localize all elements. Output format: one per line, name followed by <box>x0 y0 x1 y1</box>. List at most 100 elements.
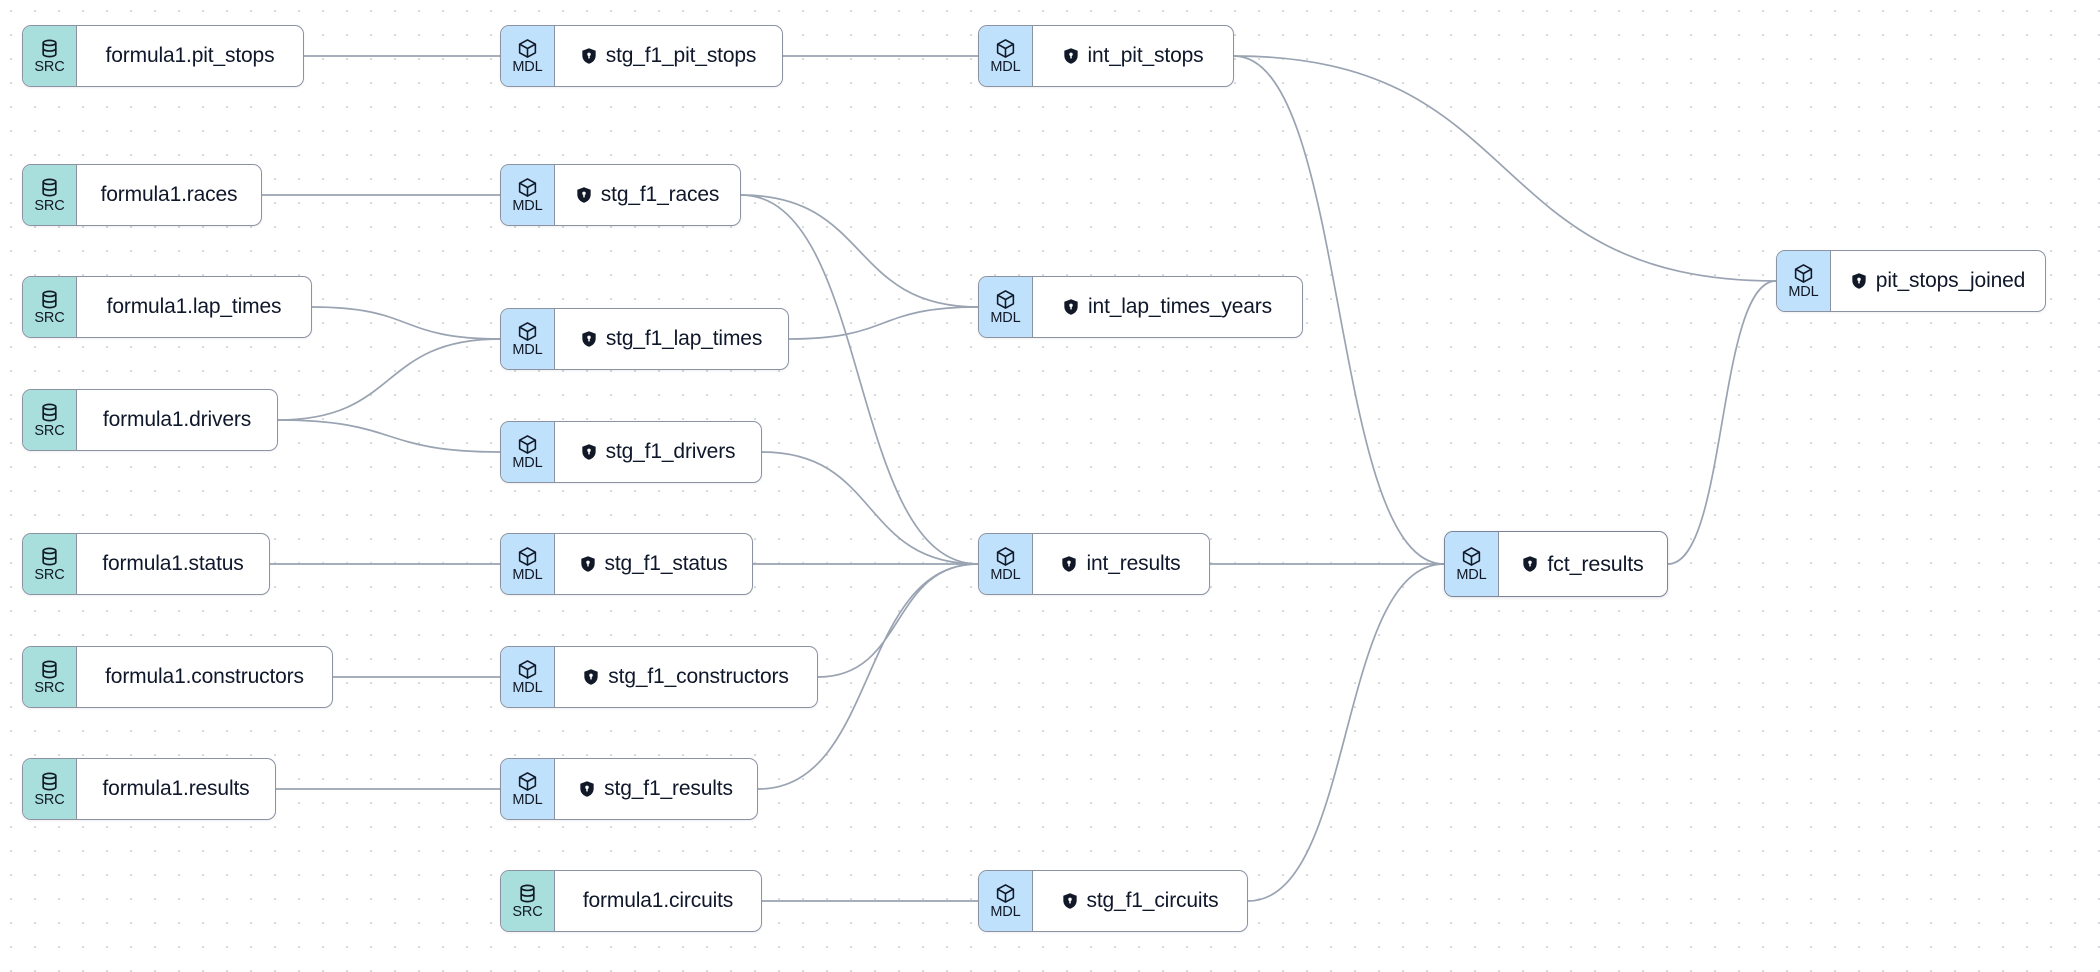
node-type-badge-mdl: MDL <box>501 647 555 707</box>
node-badge-label: SRC <box>34 197 65 214</box>
node-type-badge-mdl: MDL <box>501 759 555 819</box>
node-body: formula1.pit_stops <box>77 26 303 86</box>
cube-icon <box>1462 546 1481 566</box>
node-type-badge-src: SRC <box>23 390 77 450</box>
node-type-badge-src: SRC <box>501 871 555 931</box>
node-body: stg_f1_circuits <box>1033 871 1247 931</box>
graph-node-stg_circuits[interactable]: MDL stg_f1_circuits <box>978 870 1248 932</box>
node-badge-label: MDL <box>512 58 543 75</box>
graph-node-stg_constructors[interactable]: MDL stg_f1_constructors <box>500 646 818 708</box>
shield-lock-icon <box>584 669 598 685</box>
node-body: stg_f1_races <box>555 165 740 225</box>
shield-lock-icon <box>1062 893 1077 909</box>
node-label: formula1.status <box>102 552 244 575</box>
node-label: formula1.results <box>102 777 250 800</box>
node-type-badge-mdl: MDL <box>501 422 555 482</box>
graph-edge-stg_constructors-to-int_results <box>817 563 979 678</box>
node-type-badge-mdl: MDL <box>501 309 555 369</box>
cube-icon <box>996 38 1015 58</box>
node-type-badge-mdl: MDL <box>979 26 1033 86</box>
node-badge-label: SRC <box>34 679 65 696</box>
node-body: stg_f1_results <box>555 759 757 819</box>
node-badge-label: MDL <box>1456 566 1487 583</box>
node-body: pit_stops_joined <box>1831 251 2045 311</box>
node-body: formula1.constructors <box>77 647 332 707</box>
node-badge-label: MDL <box>1788 283 1819 300</box>
database-icon <box>42 290 57 308</box>
node-label: stg_f1_results <box>604 777 733 800</box>
graph-node-fct_results[interactable]: MDL fct_results <box>1444 531 1668 597</box>
node-body: stg_f1_constructors <box>555 647 817 707</box>
graph-edge-stg_races-to-int_lap_times_years <box>740 194 979 308</box>
database-icon <box>42 660 57 678</box>
node-type-badge-mdl: MDL <box>979 534 1033 594</box>
node-body: stg_f1_pit_stops <box>555 26 782 86</box>
node-badge-label: SRC <box>34 309 65 326</box>
node-badge-label: MDL <box>990 566 1021 583</box>
shield-lock-icon <box>1064 299 1078 315</box>
graph-node-pit_stops_joined[interactable]: MDL pit_stops_joined <box>1776 250 2046 312</box>
node-label: stg_f1_lap_times <box>605 327 763 350</box>
cube-icon <box>518 546 537 566</box>
node-badge-label: MDL <box>512 679 543 696</box>
node-type-badge-mdl: MDL <box>979 871 1033 931</box>
node-body: int_results <box>1033 534 1209 594</box>
node-badge-label: MDL <box>512 341 543 358</box>
shield-lock-icon <box>581 444 596 460</box>
node-body: fct_results <box>1499 532 1667 596</box>
node-badge-label: MDL <box>512 454 543 471</box>
graph-edge-src_lap_times-to-stg_lap_times <box>311 306 501 340</box>
node-label: int_results <box>1086 552 1181 575</box>
graph-node-src_circuits[interactable]: SRC formula1.circuits <box>500 870 762 932</box>
shield-lock-icon <box>1062 556 1077 572</box>
graph-node-stg_results[interactable]: MDL stg_f1_results <box>500 758 758 820</box>
node-type-badge-mdl: MDL <box>501 165 555 225</box>
node-label: formula1.constructors <box>105 665 304 688</box>
node-label: formula1.circuits <box>582 889 734 912</box>
node-label: fct_results <box>1547 551 1644 576</box>
node-type-badge-src: SRC <box>23 534 77 594</box>
node-body: stg_f1_drivers <box>555 422 761 482</box>
shield-lock-icon <box>580 556 595 572</box>
database-icon <box>42 39 57 57</box>
graph-edge-stg_circuits-to-fct_results <box>1247 563 1445 902</box>
graph-edge-stg_races-to-int_results <box>740 194 979 565</box>
node-label: stg_f1_circuits <box>1086 889 1219 912</box>
node-body: stg_f1_lap_times <box>555 309 788 369</box>
cube-icon <box>1794 263 1813 283</box>
graph-node-stg_lap_times[interactable]: MDL stg_f1_lap_times <box>500 308 789 370</box>
shield-lock-icon <box>580 781 594 797</box>
node-type-badge-src: SRC <box>23 165 77 225</box>
node-badge-label: MDL <box>990 58 1021 75</box>
shield-lock-icon <box>582 331 596 347</box>
cube-icon <box>996 546 1015 566</box>
node-body: int_lap_times_years <box>1033 277 1302 337</box>
graph-node-src_constructors[interactable]: SRC formula1.constructors <box>22 646 333 708</box>
cube-icon <box>518 771 537 791</box>
shield-lock-icon <box>577 187 591 203</box>
graph-edge-src_drivers-to-stg_lap_times <box>277 338 501 421</box>
graph-node-stg_drivers[interactable]: MDL stg_f1_drivers <box>500 421 762 483</box>
graph-node-int_results[interactable]: MDL int_results <box>978 533 1210 595</box>
node-type-badge-src: SRC <box>23 277 77 337</box>
graph-edge-stg_lap_times-to-int_lap_times_years <box>788 306 979 340</box>
cube-icon <box>518 321 537 341</box>
node-type-badge-src: SRC <box>23 26 77 86</box>
graph-node-stg_pit_stops[interactable]: MDL stg_f1_pit_stops <box>500 25 783 87</box>
node-badge-label: SRC <box>512 903 543 920</box>
node-body: formula1.circuits <box>555 871 761 931</box>
node-type-badge-mdl: MDL <box>1445 532 1499 596</box>
graph-node-src_status[interactable]: SRC formula1.status <box>22 533 270 595</box>
cube-icon <box>518 38 537 58</box>
